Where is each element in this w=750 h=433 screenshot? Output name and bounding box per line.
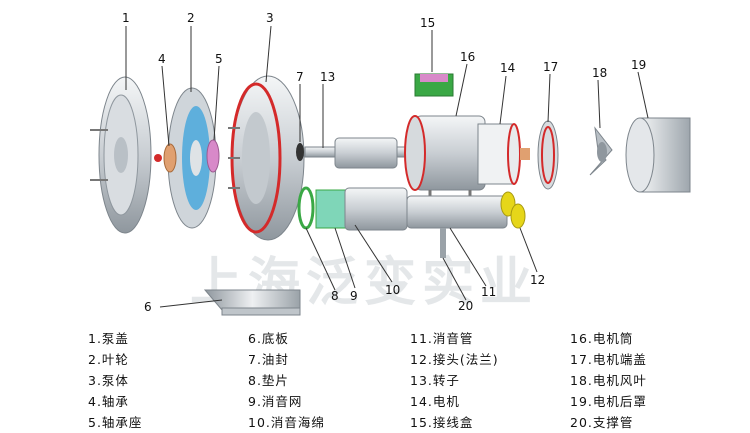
legend-item: 5.轴承座	[88, 415, 143, 430]
legend-item: 3.泵体	[88, 373, 129, 388]
silencer-tube-part	[344, 187, 508, 231]
part-number: 8	[331, 289, 339, 303]
legend-item: 20.支撑管	[570, 415, 634, 430]
impeller-part	[167, 87, 217, 229]
legend-column: 11.消音管 12.接头(法兰) 13.转子 14.电机 15.接线盒	[410, 328, 580, 433]
part-number: 10	[385, 283, 400, 297]
part-number: 1	[122, 11, 130, 25]
part-number: 4	[158, 52, 166, 66]
part-number: 6	[144, 300, 152, 314]
legend-column: 6.底板 7.油封 8.垫片 9.消音网 10.消音海绵	[248, 328, 418, 433]
part-number: 16	[460, 50, 475, 64]
legend-item: 11.消音管	[410, 331, 474, 346]
part-numbers: 1 2 3 4 5 6 7 8 9 10 11 12 13 14 15 16 1…	[122, 11, 646, 314]
legend-item: 8.垫片	[248, 373, 289, 388]
part-number: 19	[631, 58, 646, 72]
legend-column: 16.电机筒 17.电机端盖 18.电机风叶 19.电机后罩 20.支撑管	[570, 328, 740, 433]
leader-lines	[125, 25, 649, 308]
pump-cover-part	[90, 76, 152, 234]
legend-item: 2.叶轮	[88, 352, 129, 367]
legend-item: 9.消音网	[248, 394, 303, 409]
motor-rear-cover-part	[625, 117, 691, 193]
bearing-part	[163, 143, 177, 173]
part-number: 2	[187, 11, 195, 25]
shaft-red-ring	[154, 154, 162, 162]
legend-item: 7.油封	[248, 352, 289, 367]
parts-legend: 1.泵盖 2.叶轮 3.泵体 4.轴承 5.轴承座 6.底板 7.油封 8.垫片…	[0, 328, 750, 433]
legend-item: 16.电机筒	[570, 331, 634, 346]
base-plate-part	[203, 289, 301, 316]
bearing-seat-part	[206, 139, 220, 173]
part-number: 15	[420, 16, 435, 30]
part-number: 12	[530, 273, 545, 287]
motor-fan-part	[589, 126, 613, 176]
part-number: 13	[320, 70, 335, 84]
part-number: 3	[266, 11, 274, 25]
legend-item: 17.电机端盖	[570, 352, 647, 367]
flange-connector-part	[500, 191, 526, 229]
motor-part	[404, 115, 521, 200]
legend-item: 14.电机	[410, 394, 460, 409]
legend-item: 13.转子	[410, 373, 460, 388]
legend-item: 6.底板	[248, 331, 289, 346]
legend-item: 10.消音海绵	[248, 415, 325, 430]
part-number: 5	[215, 52, 223, 66]
legend-item: 15.接线盒	[410, 415, 474, 430]
part-number: 18	[592, 66, 607, 80]
part-number: 20	[458, 299, 473, 313]
oil-seal-part	[296, 143, 304, 161]
motor-end-cover-part	[520, 120, 559, 190]
legend-item: 18.电机风叶	[570, 373, 647, 388]
legend-item: 4.轴承	[88, 394, 129, 409]
legend-item: 12.接头(法兰)	[410, 352, 499, 367]
part-number: 11	[481, 285, 496, 299]
legend-item: 1.泵盖	[88, 331, 129, 346]
legend-item: 19.电机后罩	[570, 394, 647, 409]
part-number: 9	[350, 289, 358, 303]
junction-box-part	[414, 73, 454, 97]
part-number: 17	[543, 60, 558, 74]
legend-column: 1.泵盖 2.叶轮 3.泵体 4.轴承 5.轴承座	[88, 328, 258, 433]
part-number: 7	[296, 70, 304, 84]
support-pipe-part	[440, 228, 446, 258]
part-number: 14	[500, 61, 515, 75]
pump-body-part	[228, 75, 305, 241]
gasket-part	[297, 186, 315, 230]
rotor-part	[304, 137, 422, 169]
